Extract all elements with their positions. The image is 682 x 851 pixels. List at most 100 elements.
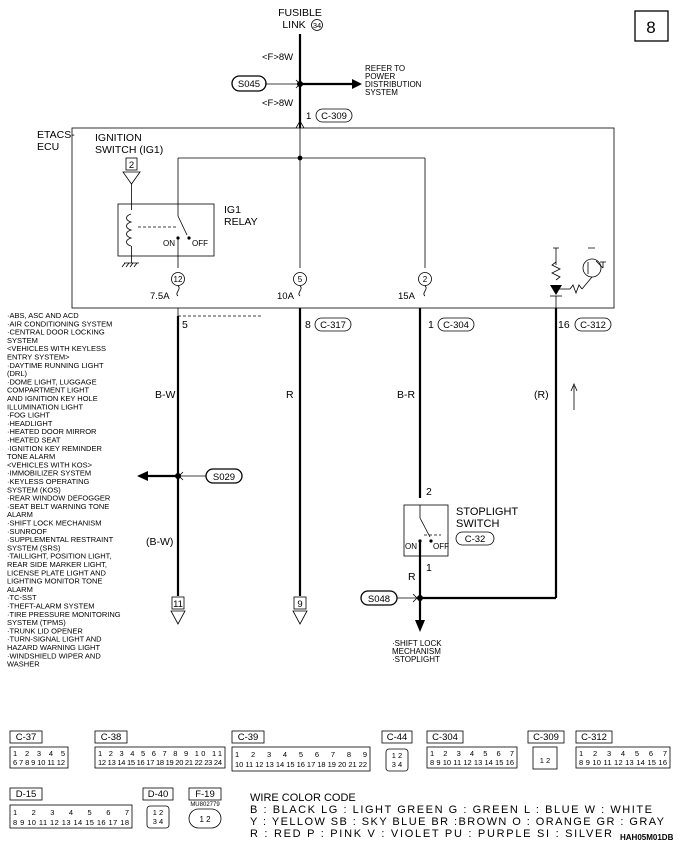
system-list-item: ·AIR CONDITIONING SYSTEM <box>7 319 112 328</box>
c317-bubble <box>314 317 352 332</box>
module-diode <box>550 285 562 295</box>
stoplight-off-label: OFF <box>433 542 449 551</box>
c312-bubble <box>574 317 612 332</box>
system-list-item: ·DOME LIGHT, LUGGAGE <box>7 377 97 386</box>
system-list-item: ·TRUNK LID OPENER <box>7 626 83 635</box>
fuse-5-number: 5 <box>298 275 303 284</box>
fuse-12-amp: 7.5A <box>150 291 170 302</box>
feed-wire-top-label: <F>8W <box>262 52 293 63</box>
system-list-item: ·CENTRAL DOOR LOCKING <box>7 328 105 337</box>
c309-connector-mark <box>295 120 305 129</box>
shift-lock-2: MECHANISM <box>392 647 441 656</box>
connector-d15: D-15 1 2 3 4 5 6 7 8 9 10 11 12 13 14 15… <box>9 787 133 829</box>
relay-label-2: RELAY <box>224 216 258 228</box>
svg-text:F-19: F-19 <box>195 789 215 800</box>
connector-c38: C-38 1 2 3 4 5 6 7 8 9 10 11 12 13 14 15… <box>94 730 226 769</box>
system-list-item: <VEHICLES WITH KEYLESS <box>7 344 106 353</box>
relay-on-label: ON <box>163 239 175 248</box>
svg-text:C-37: C-37 <box>16 732 37 743</box>
system-list-item: SYSTEM (TPMS) <box>7 618 66 627</box>
fuse-2-icon <box>423 285 427 297</box>
svg-text:MU802779: MU802779 <box>190 802 220 808</box>
system-list-item: ·KEYLESS OPERATING <box>7 477 90 486</box>
system-list-item: ·ABS, ASC AND ACD <box>7 311 79 320</box>
ig1-relay-box <box>117 203 215 257</box>
c312-label: C-312 <box>580 320 606 331</box>
svg-text:C-309: C-309 <box>533 732 559 743</box>
wire-label-b-w-paren: (B-W) <box>146 536 173 548</box>
system-list-item: TONE ALARM <box>7 452 55 461</box>
relay-off-dot <box>187 236 191 240</box>
refer-text-3: DISTRIBUTION <box>365 80 422 89</box>
system-list-item: ENTRY SYSTEM> <box>7 353 70 362</box>
svg-text:1 2 3 4 5: 1 2 3 4 5 <box>13 749 65 758</box>
system-list-item: ·REAR WINDOW DEFOGGER <box>7 494 111 503</box>
svg-text:8 9 10 11 12 13 14 15 16: 8 9 10 11 12 13 14 15 16 <box>430 758 514 767</box>
fuse-2-number: 2 <box>423 275 428 284</box>
shift-lock-1: ·SHIFT LOCK <box>392 639 442 648</box>
stoplight-on-label: ON <box>405 542 417 551</box>
system-list-item: ·SUNROOF <box>7 527 47 536</box>
svg-text:D-40: D-40 <box>148 789 169 800</box>
out-pin-8: 8 <box>305 319 311 331</box>
ground-left-number: 11 <box>173 599 183 610</box>
svg-text:1 2 3 4 5 6 7 8 9: 1 2 3 4 5 6 7 8 9 <box>235 750 367 759</box>
stoplight-switch-box <box>403 504 449 557</box>
system-list-item: COMPARTMENT LIGHT <box>7 386 90 395</box>
flow-arrow-icon <box>570 382 578 392</box>
s029-bubble <box>205 468 243 484</box>
system-list: ·ABS, ASC AND ACD·AIR CONDITIONING SYSTE… <box>7 311 121 669</box>
c309-pin: 1 <box>306 111 311 122</box>
relay-coil <box>126 213 133 247</box>
connector-c309: C-309 1 2 <box>527 730 565 770</box>
svg-text:6 7 8 9 10 11 12: 6 7 8 9 10 11 12 <box>13 758 65 767</box>
ignition-switch-label-1: IGNITION <box>95 132 142 144</box>
relay-contact-blade <box>177 215 188 236</box>
connector-c37: C-37 1 2 3 4 5 6 7 8 9 10 11 12 <box>9 730 69 769</box>
connector-c312: C-312 1 2 3 4 5 6 7 8 9 10 11 12 13 14 1… <box>575 730 671 769</box>
connector-f19: F-19 MU802779 1 2 <box>188 787 222 829</box>
stoplight-label-1: STOPLIGHT <box>456 506 518 518</box>
s029-arrow <box>137 471 148 481</box>
connector-c44: C-44 1 2 3 4 <box>381 730 413 772</box>
ignition-terminal: 2 <box>129 160 134 171</box>
c309-label: C-309 <box>321 111 347 122</box>
module-transistor <box>582 258 602 278</box>
out-pin-1: 1 <box>428 319 434 331</box>
system-list-item: ·TC-SST <box>7 593 37 602</box>
system-list-item: SYSTEM <box>7 336 38 345</box>
fuse-12-number: 12 <box>174 275 183 284</box>
system-list-item: <VEHICLES WITH KOS> <box>7 460 93 469</box>
svg-text:1 2 3 4 5 6 7: 1 2 3 4 5 6 7 <box>430 749 514 758</box>
svg-text:1 2 3 4 5 6 7 8 9 10 11: 1 2 3 4 5 6 7 8 9 10 11 <box>98 749 222 758</box>
s029-label: S029 <box>213 472 235 483</box>
wire-label-b-w: B-W <box>155 389 176 401</box>
svg-text:3 4: 3 4 <box>392 760 402 769</box>
system-list-item: WASHER <box>7 660 40 669</box>
feed-wire-bottom-label: <F>8W <box>262 98 293 109</box>
system-list-item: ·SHIFT LOCK MECHANISM <box>7 519 101 528</box>
etacs-ecu-box <box>71 127 615 309</box>
fuse-5-icon <box>298 285 302 297</box>
system-list-item: ·HEATED SEAT <box>7 436 61 445</box>
relay-label-1: IG1 <box>224 204 241 216</box>
svg-text:10 11 12 13 14 15 16 17 18 19: 10 11 12 13 14 15 16 17 18 19 20 21 22 <box>235 760 367 769</box>
system-list-item: ·IMMOBILIZER SYSTEM <box>7 469 91 478</box>
module-resistor-2 <box>569 284 583 295</box>
refer-text-1: REFER TO <box>365 64 405 73</box>
system-list-item: ·HEADLIGHT <box>7 419 53 428</box>
svg-text:8 9 10 11 12 13 14 15 16: 8 9 10 11 12 13 14 15 16 <box>579 758 667 767</box>
system-list-item: SYSTEM (KOS) <box>7 485 61 494</box>
module-resistor <box>551 261 561 281</box>
wire-label-b-r: B-R <box>397 389 416 401</box>
svg-text:C-304: C-304 <box>432 732 458 743</box>
stoplight-contact-blade <box>419 517 431 538</box>
svg-text:1 2: 1 2 <box>392 751 402 760</box>
fusible-link-label-2: LINK <box>282 19 305 31</box>
fusible-link-number-circle <box>311 19 323 31</box>
fusible-link-number: 34 <box>313 21 321 30</box>
ground-right-box <box>293 596 307 610</box>
system-list-item: REAR SIDE MARKER LIGHT, <box>7 560 107 569</box>
s048-leader-arrow <box>412 593 418 603</box>
